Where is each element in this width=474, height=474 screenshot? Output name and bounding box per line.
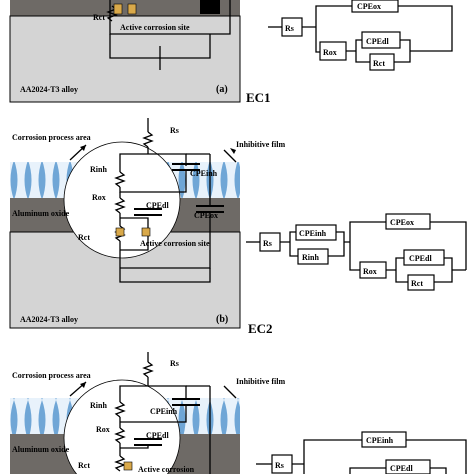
cpe-ox-label-ec2: CPEox: [390, 218, 414, 227]
corrosion-site: [127, 3, 137, 15]
oxide-layer: [10, 0, 240, 16]
cpe-ox-label-ec1: CPEox: [357, 2, 381, 11]
rct-label-ec2: Rct: [411, 279, 423, 288]
rs-label-c: Rs: [170, 359, 179, 368]
rct-label-a: Rct: [93, 13, 105, 22]
site-label-c: Active corrosion: [138, 465, 195, 474]
rox-label-c: Rox: [96, 425, 110, 434]
cpe-inh-label-b: CPEinh: [190, 169, 218, 178]
panel-label-b: (b): [216, 314, 228, 325]
cpe-dl-label-c: CPEdl: [146, 431, 169, 440]
panel-b: Rs CPEinh Rinh Rox CPEdl CPEox Rct Activ…: [9, 118, 467, 336]
model-label-a: EC1: [246, 90, 271, 105]
panel-label-a: (a): [216, 84, 228, 95]
rs-label-ec2: Rs: [263, 239, 272, 248]
rox-label-ec1: Rox: [323, 48, 337, 57]
corrosion-site: [141, 227, 151, 237]
corrosion-area-bubble: [63, 379, 181, 474]
corrosion-site: [115, 227, 125, 237]
oxide-label-c: Aluminum oxide: [12, 445, 70, 454]
film-label-c: Inhibitive film: [236, 377, 285, 386]
rs-label-b: Rs: [170, 126, 179, 135]
corrosion-site: [123, 461, 133, 471]
rinh-label-c: Rinh: [90, 401, 107, 410]
corrosion-area-label-b: Corrosion process area: [12, 133, 91, 142]
rct-label-ec1: Rct: [373, 59, 385, 68]
alloy-label-a: AA2024-T3 alloy: [20, 85, 78, 94]
rct-label-c: Rct: [78, 461, 90, 470]
panel-a: Rct Active corrosion site AA2024-T3 allo…: [9, 0, 453, 105]
cpe-inh-label-c: CPEinh: [150, 407, 178, 416]
cpe-ox-label-b: CPEox: [194, 211, 218, 220]
rs-label-ec1: Rs: [285, 24, 294, 33]
rs-label-ec3: Rs: [275, 461, 284, 470]
cpe-dl-label-ec2: CPEdl: [409, 254, 432, 263]
cpe-dl-box: [385, 459, 431, 474]
cpe-dl-label-ec3: CPEdl: [390, 464, 413, 473]
rox-label-b: Rox: [92, 193, 106, 202]
circuit-ec3: Rs CPEinh CPEdl: [256, 431, 467, 474]
alloy-label-b: AA2024-T3 alloy: [20, 315, 78, 324]
panel-c: Rs CPEinh Rinh Rox CPEdl Rct Active corr…: [10, 352, 467, 474]
rox-label-ec2: Rox: [363, 267, 377, 276]
cpe-inh-label-ec2: CPEinh: [299, 229, 327, 238]
rinh-label-ec2: Rinh: [302, 253, 319, 262]
circuit-ec2: Rs CPEinh Rinh CPEox Rox CPEdl Rct: [246, 213, 467, 291]
model-label-b: EC2: [248, 321, 273, 336]
film-label-b: Inhibitive film: [236, 140, 285, 149]
electrode-block: [200, 0, 220, 14]
rct-label-b: Rct: [78, 233, 90, 242]
rinh-label-b: Rinh: [90, 165, 107, 174]
oxide-label-b: Aluminum oxide: [12, 209, 70, 218]
cpe-dl-label-b: CPEdl: [146, 201, 169, 210]
circuit-ec1: Rs CPEox Rox CPEdl Rct: [268, 0, 453, 71]
alloy-substrate: [9, 15, 241, 103]
cpe-ox-box: [351, 0, 399, 13]
cpe-dl-label-ec1: CPEdl: [366, 37, 389, 46]
corrosion-site: [113, 3, 123, 15]
site-label-a: Active corrosion site: [120, 23, 190, 32]
corrosion-area-label-c: Corrosion process area: [12, 371, 91, 380]
cpe-inh-label-ec3: CPEinh: [366, 436, 394, 445]
site-label-b: Active corrosion site: [140, 239, 210, 248]
